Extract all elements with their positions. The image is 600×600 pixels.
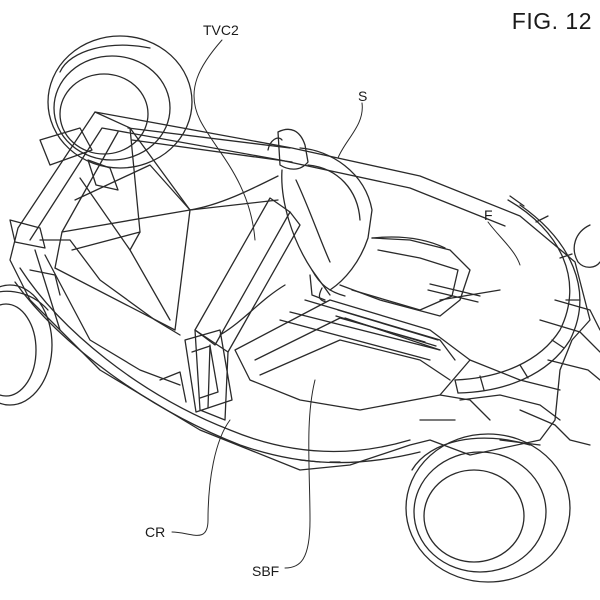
central-tunnel (194, 197, 301, 421)
leader-f (487, 221, 521, 266)
side-floor-panel (234, 299, 471, 411)
side-sill (159, 329, 341, 463)
front-structure (419, 299, 600, 446)
chassis-floor (9, 111, 591, 471)
rear-left-wheel (47, 35, 193, 169)
seat (267, 128, 471, 317)
leader-s (337, 102, 363, 159)
rear-right-wheel (0, 284, 53, 406)
front-hoop (454, 195, 581, 394)
ref-label-sbf: SBF (252, 563, 280, 579)
rear-upright (9, 127, 119, 296)
ref-label-s: S (358, 88, 368, 104)
figure-title: FIG. 12 (511, 8, 592, 34)
leader-cr (171, 419, 231, 536)
ref-label-cr: CR (145, 524, 166, 540)
rear-tube-frame (34, 111, 293, 386)
ref-label-tvc2: TVC2 (203, 22, 239, 38)
leader-sbf (284, 379, 316, 569)
leader-lines (171, 39, 521, 569)
ref-label-f: F (484, 207, 493, 223)
front-right-wheel (573, 224, 600, 268)
front-left-wheel (405, 433, 571, 583)
seat-rails (335, 283, 501, 347)
leader-tvc2 (193, 39, 256, 241)
